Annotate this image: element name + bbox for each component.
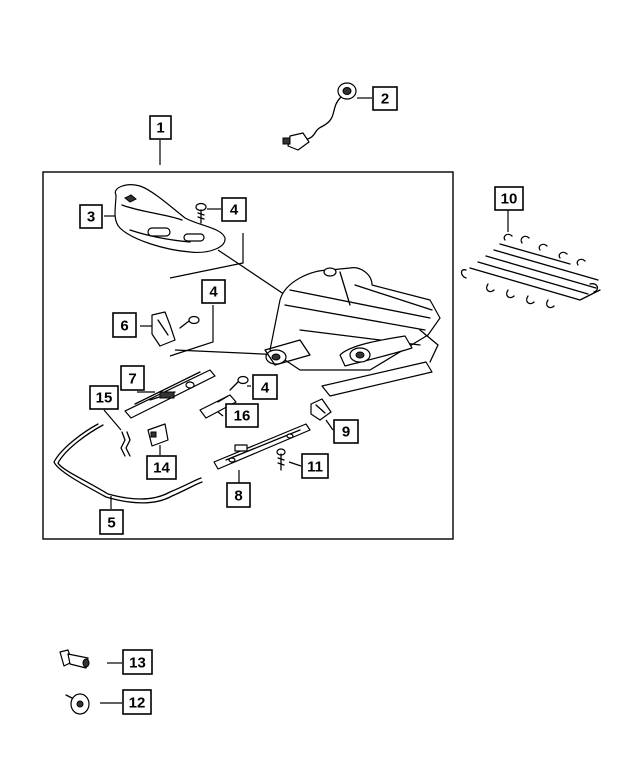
callout-12[interactable]: 12 bbox=[122, 689, 152, 715]
bolt-11 bbox=[276, 448, 286, 471]
left-track-assembly bbox=[124, 369, 216, 419]
callout-11[interactable]: 11 bbox=[301, 453, 329, 479]
callout-2[interactable]: 2 bbox=[372, 86, 398, 111]
leader-lines bbox=[100, 97, 509, 704]
side-shield bbox=[114, 184, 226, 253]
assembly-frame bbox=[42, 171, 454, 540]
callout-10[interactable]: 10 bbox=[494, 186, 524, 211]
callout-4-middle-label: 4 bbox=[209, 284, 218, 301]
callout-6-label: 6 bbox=[120, 318, 128, 335]
screw-4-lower bbox=[229, 375, 249, 391]
callout-3[interactable]: 3 bbox=[79, 204, 103, 229]
callout-13[interactable]: 13 bbox=[122, 649, 153, 675]
callout-3-label: 3 bbox=[87, 209, 95, 226]
callout-6[interactable]: 6 bbox=[112, 312, 137, 338]
spring-mat bbox=[460, 233, 601, 309]
callout-5[interactable]: 5 bbox=[99, 509, 124, 535]
callout-2-label: 2 bbox=[381, 91, 389, 108]
bolt-13 bbox=[59, 649, 90, 669]
callout-4-top[interactable]: 4 bbox=[221, 197, 247, 222]
callout-5-label: 5 bbox=[107, 515, 115, 532]
right-track bbox=[213, 423, 311, 470]
callout-7-label: 7 bbox=[128, 371, 136, 388]
callout-1-label: 1 bbox=[156, 120, 164, 137]
seat-adjuster-frame bbox=[264, 267, 441, 397]
callout-9-label: 9 bbox=[342, 424, 350, 441]
push-pin-12 bbox=[65, 693, 90, 715]
callout-4-lower[interactable]: 4 bbox=[252, 374, 278, 400]
callout-8[interactable]: 8 bbox=[226, 482, 251, 508]
callout-15[interactable]: 15 bbox=[89, 385, 119, 410]
release-strap bbox=[199, 394, 237, 419]
wire-harness bbox=[282, 82, 357, 151]
callout-8-label: 8 bbox=[234, 488, 242, 505]
callout-14[interactable]: 14 bbox=[146, 455, 177, 480]
spring bbox=[120, 431, 131, 457]
track-clip bbox=[147, 423, 169, 447]
callout-11-label: 11 bbox=[307, 459, 323, 476]
callout-4-lower-label: 4 bbox=[261, 380, 270, 397]
callout-12-label: 12 bbox=[129, 695, 146, 712]
mounting-bracket bbox=[151, 311, 176, 347]
track-cap bbox=[310, 398, 332, 421]
callout-15-label: 15 bbox=[96, 390, 113, 407]
callout-4-top-label: 4 bbox=[230, 202, 239, 219]
callout-16-label: 16 bbox=[234, 408, 251, 425]
screw-4-middle bbox=[179, 315, 200, 329]
callout-9[interactable]: 9 bbox=[333, 419, 359, 444]
screw-4-top bbox=[195, 202, 207, 224]
callout-4-middle[interactable]: 4 bbox=[201, 279, 226, 304]
callout-1[interactable]: 1 bbox=[149, 115, 172, 140]
towel-bar bbox=[53, 423, 203, 504]
callout-13-label: 13 bbox=[129, 655, 146, 672]
callout-14-label: 14 bbox=[153, 460, 170, 477]
callout-16[interactable]: 16 bbox=[225, 403, 259, 428]
callout-7[interactable]: 7 bbox=[120, 365, 145, 391]
callout-10-label: 10 bbox=[501, 191, 518, 208]
